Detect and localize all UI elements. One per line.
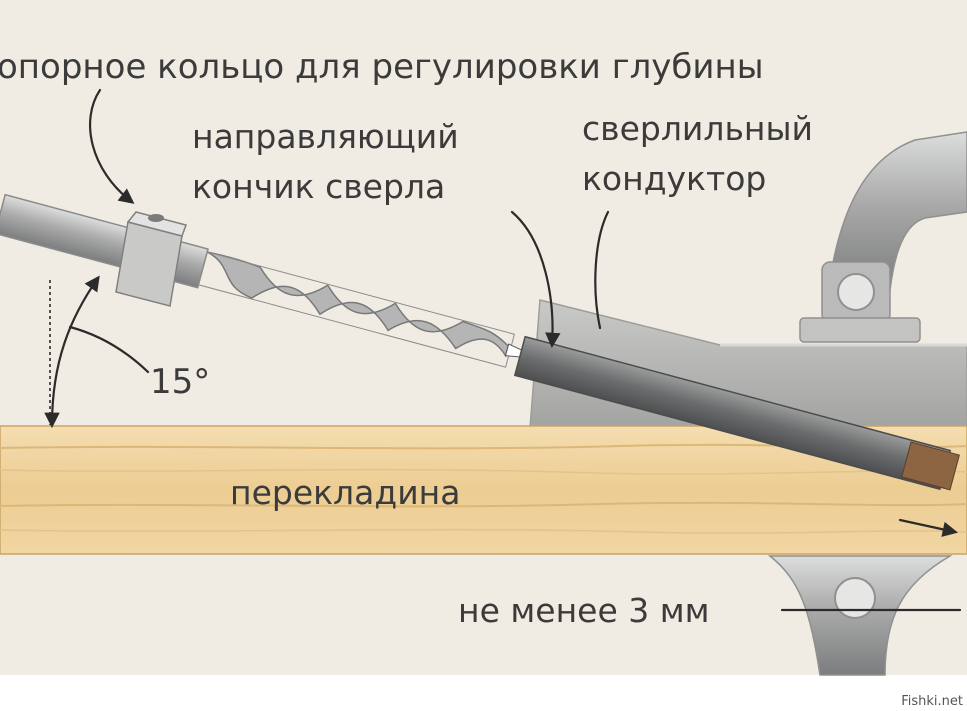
guide-tube xyxy=(513,335,960,491)
guide-tip-leader xyxy=(510,210,561,349)
angle-label: 15° xyxy=(150,362,210,402)
angle-arc xyxy=(44,275,100,429)
jig-label-line1: сверлильный xyxy=(582,109,813,148)
min-distance-arrow-top xyxy=(898,518,959,537)
depth-stop-ring xyxy=(115,211,187,307)
guide-tip-label-line1: направляющий xyxy=(192,117,459,156)
clamp-top xyxy=(799,131,967,343)
depth-ring-leader xyxy=(88,88,135,204)
clamp-bottom xyxy=(767,555,953,676)
jig-label-line2: кондуктор xyxy=(582,159,766,198)
guide-tip-label-line2: кончик сверла xyxy=(192,167,445,206)
depth-ring-label: опорное кольцо для регулировки глубины xyxy=(0,47,764,87)
jig-leader xyxy=(594,210,610,330)
bottom-white-strip xyxy=(0,675,967,711)
watermark: Fishki.net xyxy=(901,694,963,709)
crossbar-label: перекладина xyxy=(230,473,460,512)
wooden-crossbar xyxy=(0,425,967,555)
min-distance-label: не менее 3 мм xyxy=(458,591,710,630)
